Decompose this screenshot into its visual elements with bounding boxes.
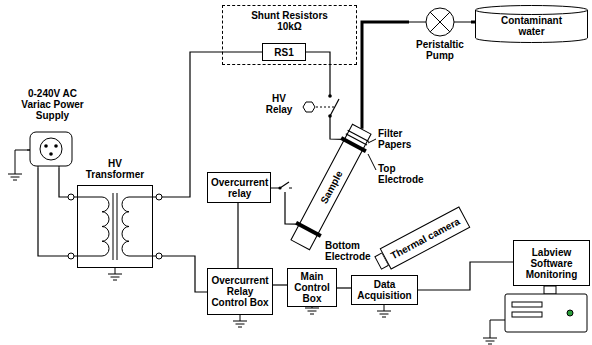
wire bbox=[59, 168, 77, 197]
ground-symbol bbox=[108, 268, 122, 280]
hv-transformer-outline-part bbox=[113, 193, 117, 260]
hv-transformer-outline-part bbox=[78, 186, 153, 268]
box-text: Contaminant water bbox=[495, 15, 569, 37]
drive-slot bbox=[512, 302, 542, 307]
monitor-stand bbox=[544, 286, 556, 294]
wire bbox=[306, 52, 344, 139]
leader-lines bbox=[368, 139, 376, 170]
wire bbox=[337, 287, 351, 288]
leader-line bbox=[368, 154, 376, 170]
box-text: Data Acquisition bbox=[355, 279, 414, 301]
computer-symbol bbox=[505, 286, 587, 332]
wire bbox=[271, 188, 299, 224]
software-box: Labview Software Monitoring bbox=[513, 240, 590, 286]
thermal-camera: Thermal camera bbox=[380, 206, 471, 269]
sample-fittings bbox=[295, 129, 370, 238]
box-text: Sample bbox=[318, 169, 344, 206]
grounds bbox=[8, 168, 497, 344]
ground-symbol bbox=[8, 168, 22, 180]
hv-transformer-outline-part bbox=[68, 253, 74, 259]
box-text: 0-240V AC Variac Power Supply bbox=[17, 88, 89, 121]
switch-lead bbox=[289, 188, 292, 189]
bottom-electrode bbox=[295, 221, 322, 238]
relay-contact bbox=[328, 94, 332, 98]
water-tank-outline-part bbox=[476, 10, 588, 15]
variac-supply-outline-part bbox=[30, 132, 72, 166]
variac-supply-outline-part bbox=[44, 144, 48, 148]
wire bbox=[237, 203, 238, 268]
variac-supply-outline-part bbox=[27, 150, 59, 168]
relay-blade bbox=[330, 99, 339, 116]
relay-link bbox=[316, 107, 334, 108]
wire bbox=[418, 262, 513, 290]
box-text: Thermal camera bbox=[389, 215, 462, 261]
wire bbox=[153, 256, 207, 292]
ground-lead bbox=[15, 150, 16, 168]
wire bbox=[273, 284, 287, 285]
relay-gap bbox=[325, 95, 335, 117]
relay-label: HV Relay bbox=[258, 93, 300, 115]
power-led bbox=[567, 310, 573, 316]
ground-symbol bbox=[233, 315, 247, 327]
sample-holder: Sample bbox=[290, 124, 371, 251]
wire bbox=[38, 168, 77, 256]
water-tube bbox=[471, 21, 475, 24]
part-label: Bottom Electrode bbox=[325, 240, 377, 262]
box-text: Peristaltic Pump bbox=[411, 39, 469, 61]
box-text: Main Control Box bbox=[291, 271, 333, 304]
resistor-box: RS1 bbox=[262, 43, 306, 61]
hv-transformer-outline-part bbox=[68, 194, 74, 200]
box-text: Shunt Resistors 10kΩ bbox=[247, 10, 333, 32]
leader-line bbox=[368, 139, 376, 143]
hv-transformer-outline-part bbox=[156, 194, 162, 200]
switch-gap bbox=[279, 182, 291, 192]
control-box: Overcurrent Relay Control Box bbox=[207, 268, 273, 315]
box-text: HV Transformer bbox=[79, 158, 151, 180]
part-label: Filter Papers bbox=[378, 128, 430, 150]
switch-blade bbox=[280, 182, 289, 188]
hv-transformer: HV Transformer bbox=[77, 158, 153, 268]
filter-paper bbox=[348, 130, 369, 141]
variac-supply-outline-part bbox=[54, 144, 58, 148]
part-label: Top Electrode bbox=[378, 163, 438, 185]
ground-lead bbox=[490, 320, 505, 321]
box-text: RS1 bbox=[274, 47, 293, 58]
control-box: Main Control Box bbox=[287, 268, 337, 307]
variac-supply: 0-240V AC Variac Power Supply bbox=[5, 88, 100, 168]
ground-symbol bbox=[483, 332, 497, 344]
variac-supply-outline-part bbox=[49, 152, 53, 156]
water-tube bbox=[362, 22, 409, 129]
variac-supply-outline-part bbox=[40, 138, 62, 160]
hv-transformer-outline-part bbox=[156, 253, 162, 259]
box-text: Overcurrent relay bbox=[211, 177, 268, 199]
ground-symbol bbox=[377, 305, 391, 317]
relay-coil bbox=[303, 102, 315, 112]
hv-transformer-outline-part bbox=[77, 197, 109, 256]
water-tank: Contaminant water bbox=[475, 5, 588, 43]
hv-relay-symbol bbox=[303, 94, 339, 118]
peristaltic-pump-outline-part bbox=[409, 12, 471, 32]
daq-box: Data Acquisition bbox=[351, 275, 418, 305]
drive-slot bbox=[512, 312, 542, 317]
overcurrent-switch bbox=[278, 182, 292, 192]
hv-transformer-outline-part bbox=[122, 197, 153, 256]
ground-lead bbox=[490, 320, 491, 332]
peristaltic-pump: Peristaltic Pump bbox=[409, 6, 471, 66]
box-text: Overcurrent Relay Control Box bbox=[211, 275, 269, 308]
computer-case bbox=[505, 294, 587, 332]
box-text: Labview Software Monitoring bbox=[521, 247, 583, 280]
shunt-resistor-group: Shunt Resistors 10kΩ RS1 bbox=[222, 5, 357, 65]
water-tank-outline-part bbox=[476, 6, 588, 43]
relay-box: Overcurrent relay bbox=[207, 172, 271, 203]
